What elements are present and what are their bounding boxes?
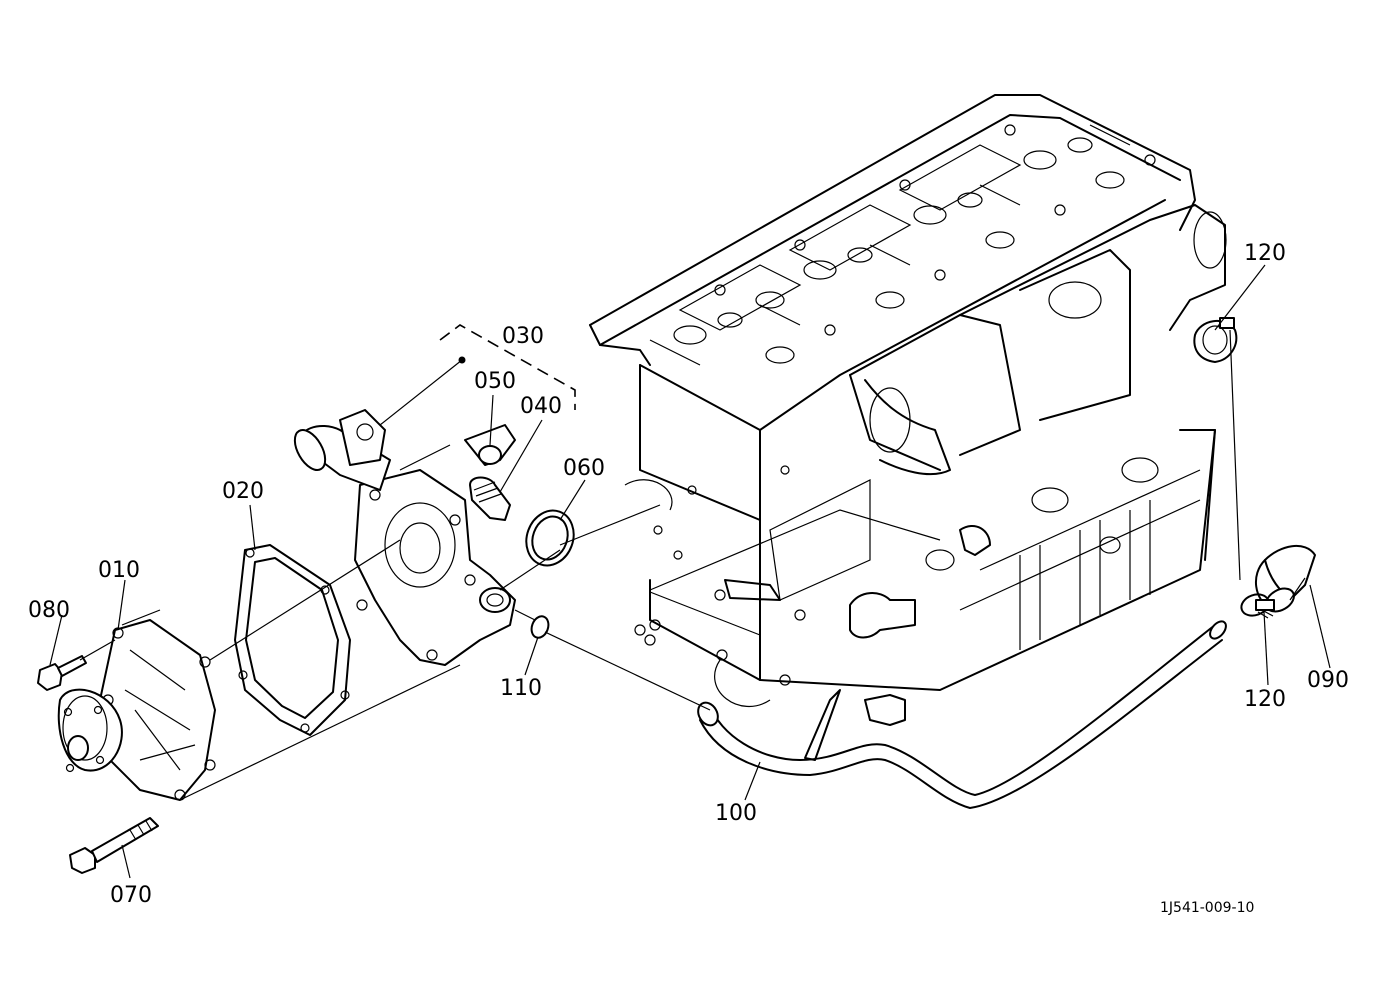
label-100: 100 <box>715 801 757 826</box>
label-030: 030 <box>502 324 544 349</box>
label-050: 050 <box>474 369 516 394</box>
engine-block-drawing <box>589 94 1227 761</box>
water-pipe-100 <box>697 620 1227 809</box>
label-020: 020 <box>222 479 264 504</box>
pump-housing-030 <box>293 409 516 666</box>
label-040: 040 <box>520 394 562 419</box>
water-pump-010 <box>57 619 216 801</box>
drawing-reference-code: 1J541-009-10 <box>1160 900 1254 916</box>
o-ring-060 <box>525 509 575 567</box>
label-080: 080 <box>28 598 70 623</box>
hose-clamp-120-lower <box>1240 593 1275 619</box>
bolt-070 <box>69 817 159 874</box>
assembly-bracket-030 <box>379 324 576 426</box>
label-120-lower: 120 <box>1244 687 1286 712</box>
label-060: 060 <box>563 456 605 481</box>
label-010: 010 <box>98 558 140 583</box>
fitting-040 <box>469 476 511 521</box>
o-ring-110 <box>530 615 550 639</box>
part-labels: 010 020 030 040 050 060 070 080 090 100 … <box>28 241 1349 908</box>
label-120-upper: 120 <box>1244 241 1286 266</box>
label-110: 110 <box>500 676 542 701</box>
bolt-080 <box>37 655 87 691</box>
hose-090 <box>1255 544 1316 613</box>
label-070: 070 <box>110 883 152 908</box>
gasket-020 <box>234 544 351 736</box>
label-090: 090 <box>1307 668 1349 693</box>
assembly-lines <box>49 264 1331 879</box>
